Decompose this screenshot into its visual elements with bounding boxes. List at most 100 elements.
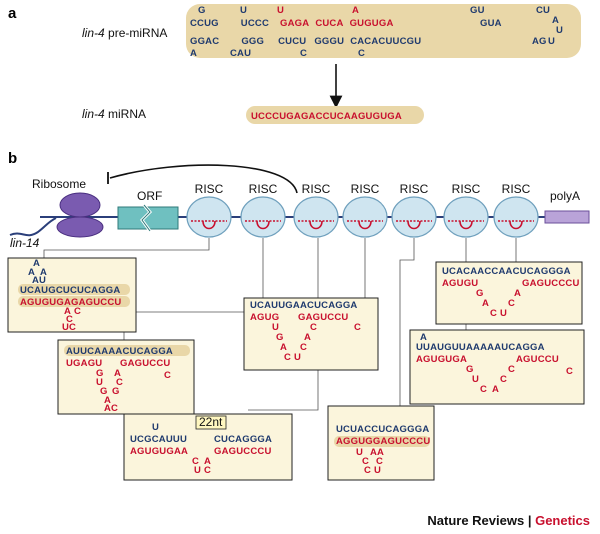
- svg-text:G: G: [466, 364, 474, 375]
- svg-text:AC: AC: [104, 403, 118, 414]
- svg-text:C: C: [204, 465, 211, 476]
- risc-label-5: RISC: [400, 182, 429, 196]
- svg-text:A: A: [492, 384, 499, 395]
- panel-a-letter: a: [8, 5, 17, 22]
- polya-label: polyA: [550, 189, 580, 203]
- leader-site-2: [123, 238, 264, 340]
- svg-text:A: A: [482, 298, 489, 309]
- svg-text:G: G: [198, 5, 206, 16]
- svg-text:C: C: [354, 322, 361, 333]
- svg-text:C: C: [66, 314, 73, 325]
- risc-complex-4: RISC: [342, 182, 388, 238]
- svg-text:AA: AA: [370, 447, 384, 458]
- svg-text:AGUGUGA: AGUGUGA: [416, 354, 467, 365]
- leader-site-1: [43, 238, 210, 258]
- svg-text:A: A: [204, 456, 211, 467]
- svg-text:AGUGU: AGUGU: [442, 278, 478, 289]
- credit-section: Genetics: [535, 513, 590, 528]
- risc-label-1: RISC: [195, 182, 224, 196]
- svg-text:U: U: [500, 308, 507, 319]
- risc-complex-3: RISC: [293, 182, 339, 238]
- risc-complex-1: RISC: [186, 182, 232, 238]
- svg-text:U: U: [96, 377, 103, 388]
- svg-text:AG: AG: [532, 36, 547, 47]
- svg-text:UCACAACCAACUCAGGGA: UCACAACCAACUCAGGGA: [442, 266, 571, 277]
- svg-text:U: U: [272, 322, 279, 333]
- panel-b-letter: b: [8, 150, 17, 167]
- svg-text:C: C: [300, 48, 307, 59]
- polya-tail: [544, 210, 590, 224]
- mrna-5prime-tail: [9, 217, 57, 237]
- svg-text:A: A: [28, 267, 35, 278]
- svg-text:A: A: [552, 15, 559, 26]
- svg-text:G: G: [276, 332, 284, 343]
- svg-text:GAGUCCU: GAGUCCU: [120, 358, 170, 369]
- svg-text:UCAUUGAACUCAGGA: UCAUUGAACUCAGGA: [250, 300, 358, 311]
- risc-complex-2: RISC: [240, 182, 286, 238]
- ribosome: [56, 192, 104, 238]
- svg-text:UCAUGCUCUCAGGA: UCAUGCUCUCAGGA: [20, 285, 120, 296]
- svg-text:A: A: [190, 48, 197, 59]
- svg-text:G: G: [112, 386, 120, 397]
- svg-text:AGGUGGAGUCCCU: AGGUGGAGUCCCU: [336, 436, 430, 447]
- svg-text:UCUACCUCAGGGA: UCUACCUCAGGGA: [336, 424, 429, 435]
- svg-text:AGUGUGAGAGUCCU: AGUGUGAGAGUCCU: [20, 297, 122, 308]
- svg-text:A: A: [64, 306, 71, 317]
- svg-text:U: U: [294, 352, 301, 363]
- svg-text:U: U: [556, 25, 563, 36]
- svg-text:U: U: [277, 5, 284, 16]
- svg-text:C: C: [164, 370, 171, 381]
- svg-text:CAU: CAU: [230, 48, 251, 59]
- svg-text:U: U: [152, 422, 159, 433]
- svg-text:AGUGUGAA: AGUGUGAA: [130, 446, 188, 457]
- svg-text:A: A: [104, 395, 111, 406]
- svg-text:C: C: [566, 366, 573, 377]
- risc-complex-5: RISC: [391, 182, 437, 238]
- svg-text:C: C: [364, 465, 371, 476]
- risc-label-3: RISC: [302, 182, 331, 196]
- svg-text:GU: GU: [470, 5, 485, 16]
- svg-text:A: A: [420, 332, 427, 343]
- site-box-3: 22nt U UCGCAUUU CUCAGGGA AGUGUGAA GAGUCC…: [123, 413, 293, 481]
- svg-text:G: G: [476, 288, 484, 299]
- svg-text:UCGCAUUU: UCGCAUUU: [130, 434, 187, 445]
- svg-text:A: A: [280, 342, 287, 353]
- svg-text:C: C: [358, 48, 365, 59]
- svg-text:A: A: [514, 288, 521, 299]
- svg-text:C: C: [74, 306, 81, 317]
- svg-text:A: A: [40, 267, 47, 278]
- credit-journal: Nature Reviews: [427, 513, 525, 528]
- svg-text:A: A: [114, 368, 121, 379]
- svg-text:AGUG: AGUG: [250, 312, 279, 323]
- svg-text:AUUCAAAACUCAGGA: AUUCAAAACUCAGGA: [66, 346, 173, 357]
- svg-text:GAGUCCU: GAGUCCU: [298, 312, 348, 323]
- hairpin-top-tail: GUA: [480, 18, 502, 29]
- journal-credit: Nature Reviews | Genetics: [427, 513, 590, 528]
- orf-label: ORF: [137, 189, 162, 203]
- svg-text:UC: UC: [62, 322, 76, 333]
- risc-label-4: RISC: [351, 182, 380, 196]
- risc-label-6: RISC: [452, 182, 481, 196]
- svg-text:C: C: [192, 456, 199, 467]
- leader-site-4: [320, 238, 366, 301]
- ribosome-label: Ribosome: [32, 177, 86, 191]
- svg-text:CUCAGGGA: CUCAGGGA: [214, 434, 272, 445]
- svg-text:G: G: [96, 368, 104, 379]
- premirna-label: lin-4 pre-miRNA: [82, 26, 167, 40]
- svg-text:C: C: [284, 352, 291, 363]
- svg-text:UGAGU: UGAGU: [66, 358, 102, 369]
- risc-complex-6: RISC: [443, 182, 489, 238]
- svg-text:C: C: [376, 456, 383, 467]
- leader-site-3: [248, 238, 319, 411]
- svg-text:C: C: [362, 456, 369, 467]
- svg-text:A: A: [304, 332, 311, 343]
- credit-separator: |: [524, 513, 536, 528]
- svg-text:AGUCCU: AGUCCU: [516, 354, 559, 365]
